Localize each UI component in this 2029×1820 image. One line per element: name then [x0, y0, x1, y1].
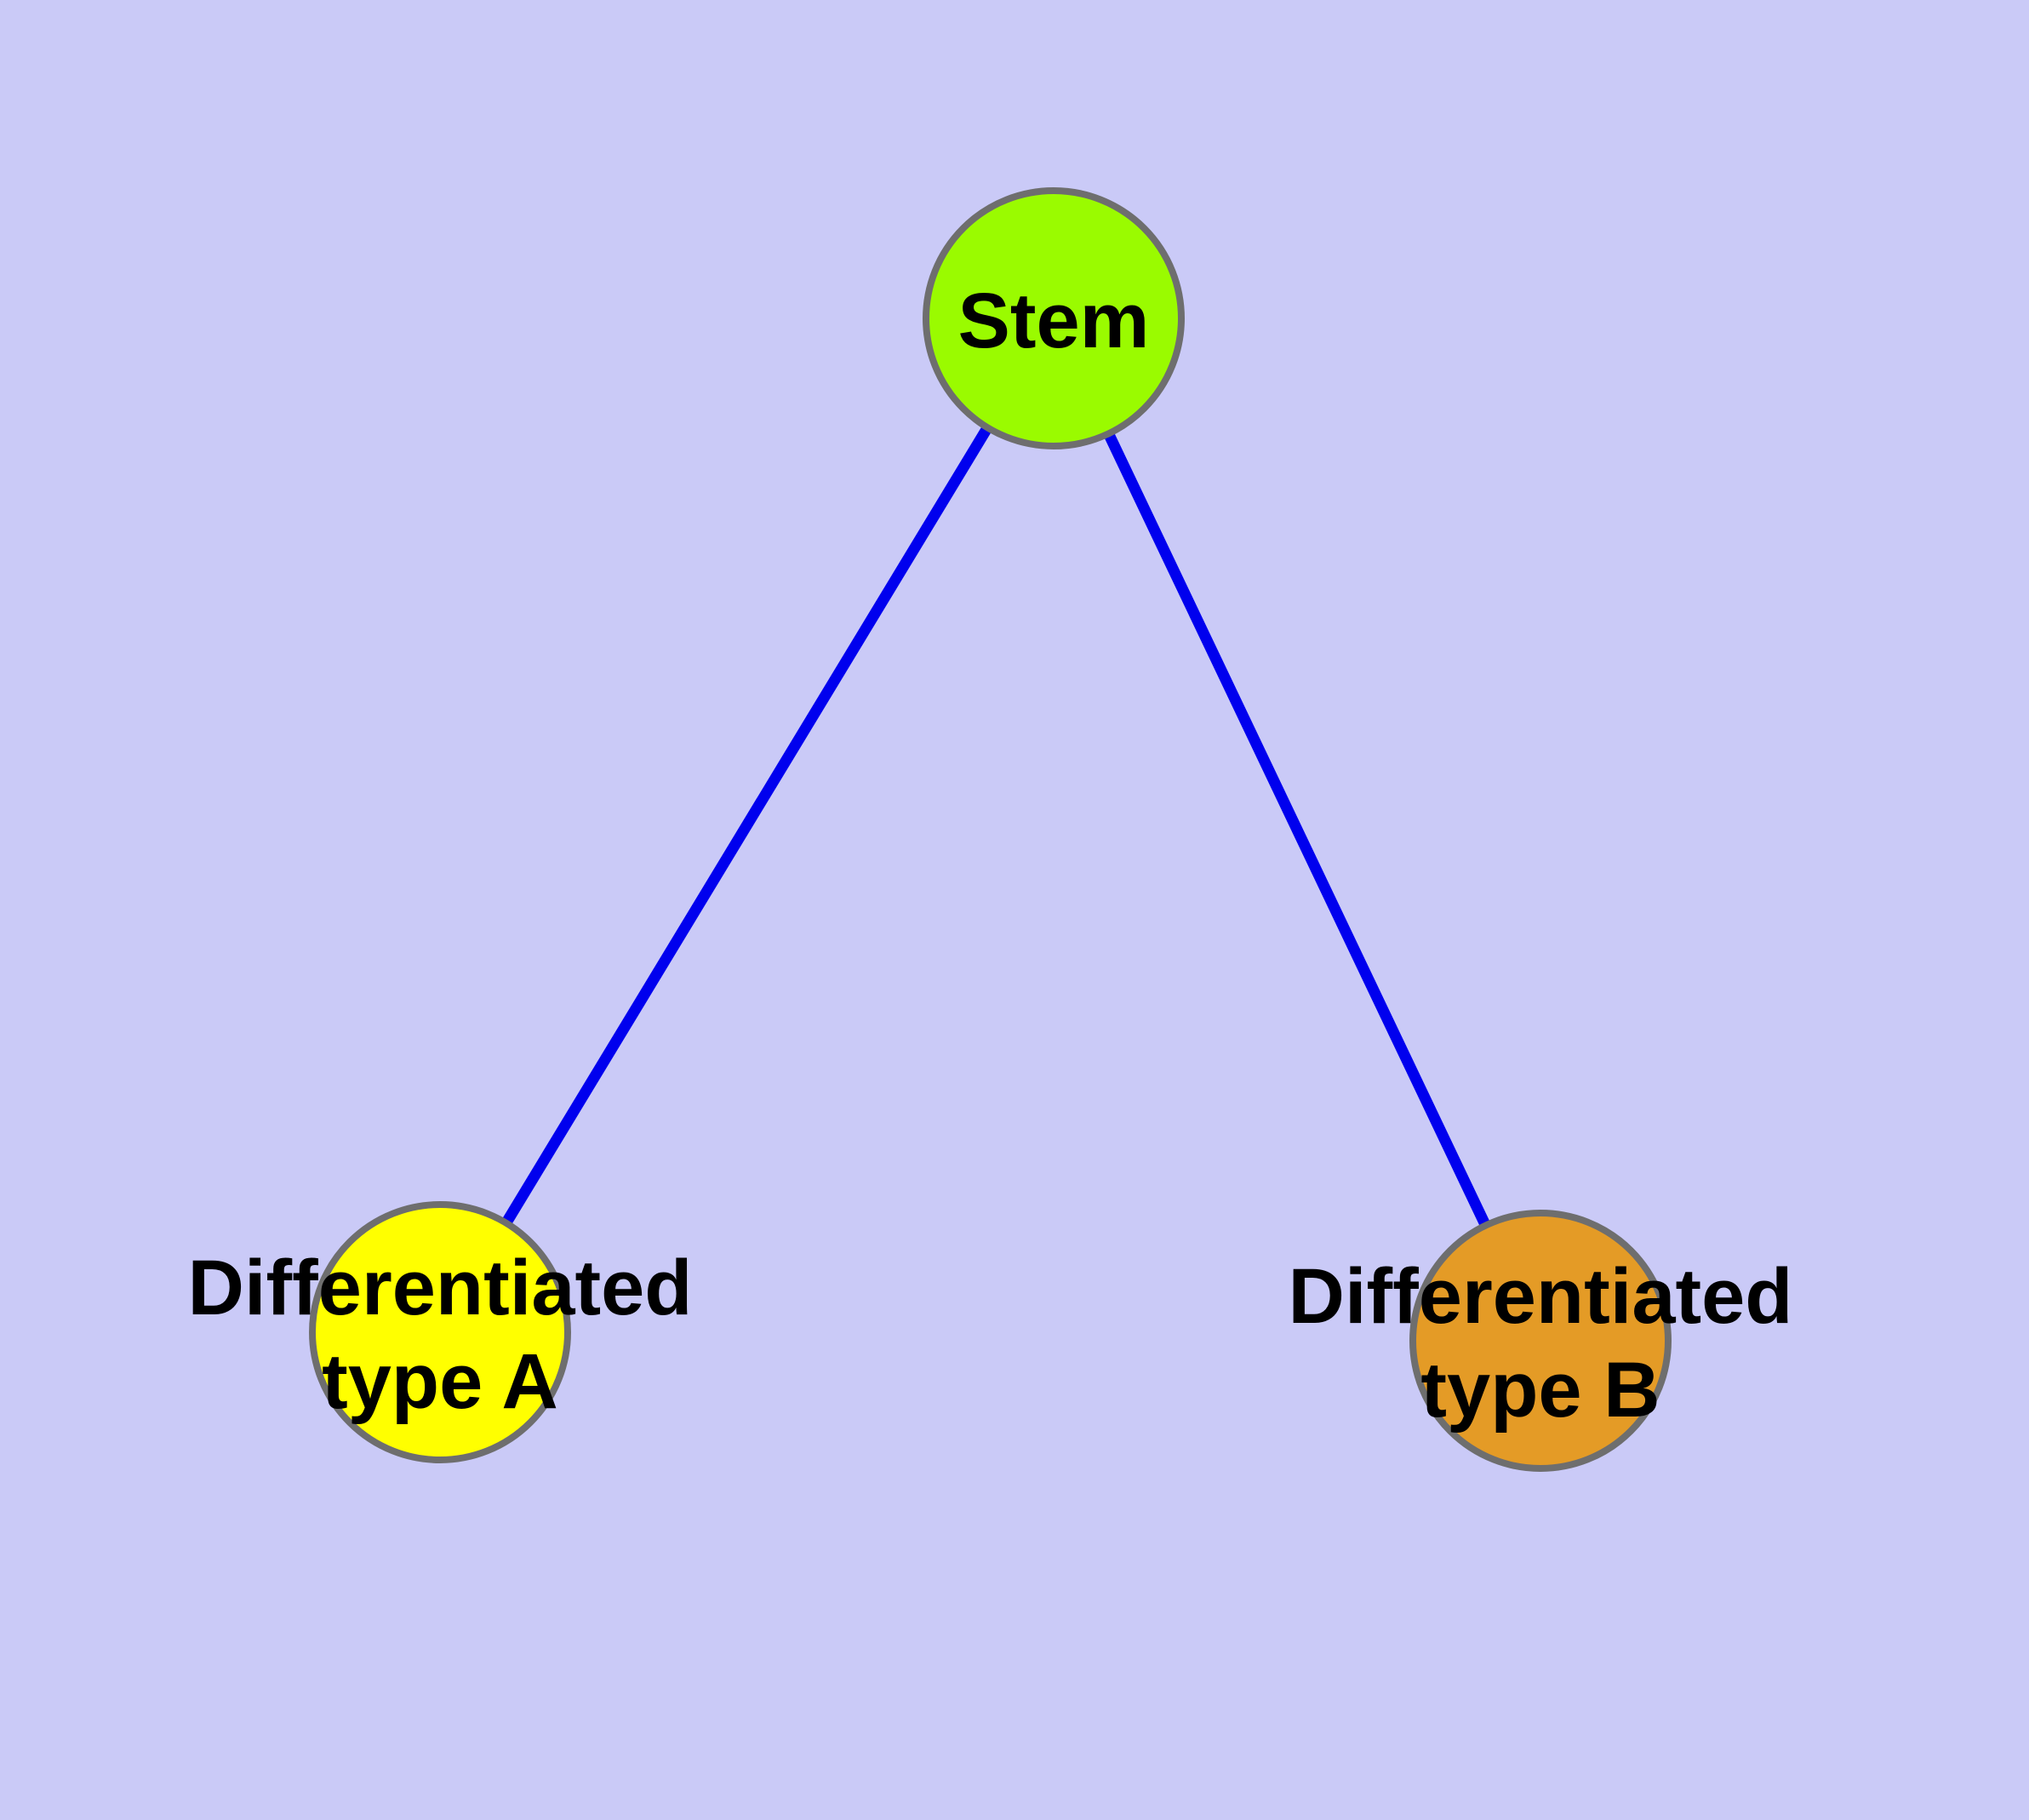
node-label-typeA-line-2: type A	[322, 1338, 558, 1425]
node-label-typeA-line-1: Differentiated	[188, 1245, 693, 1331]
node-typeA	[309, 1201, 571, 1463]
node-typeB	[1409, 1210, 1672, 1472]
node-label-typeB-line-2: type B	[1420, 1347, 1660, 1434]
node-stem	[923, 187, 1185, 449]
edge-stem-typeA	[435, 315, 1059, 1336]
node-label-typeB-line-1: Differentiated	[1289, 1253, 1793, 1340]
node-label-stem-line-1: Stem	[958, 278, 1150, 364]
edge-stem-typeB	[1049, 316, 1546, 1343]
node-label-stem: Stem	[958, 278, 1150, 364]
